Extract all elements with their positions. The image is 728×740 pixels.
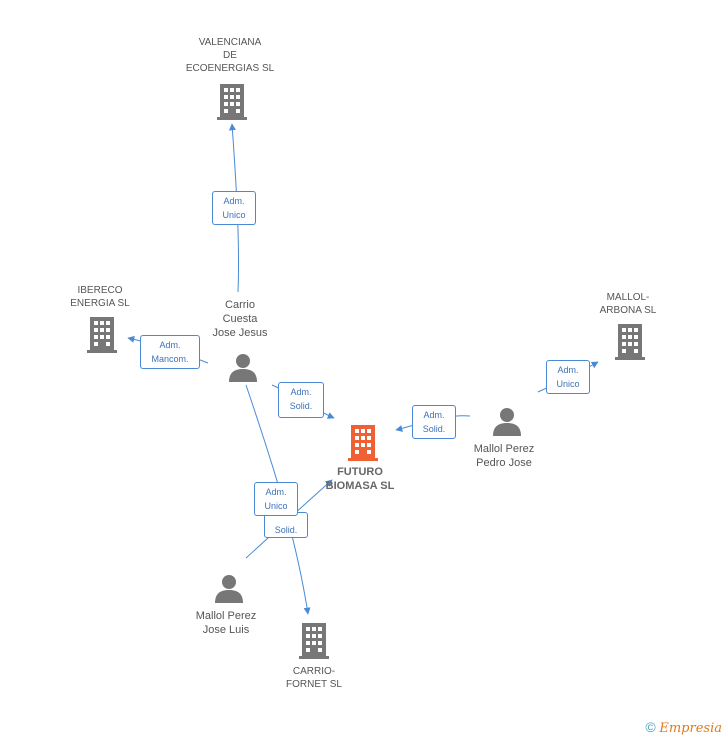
node-label-ibereco: IBERECO ENERGIA SL (70, 285, 130, 309)
relation-badge[interactable]: Adm. Unico (254, 482, 298, 516)
brand-logo: Empresia (659, 721, 722, 736)
relation-badge[interactable]: Adm. Unico (212, 191, 256, 225)
relation-badge[interactable]: Adm. Unico (546, 360, 590, 394)
node-label-futuro: FUTURO BIOMASA SL (325, 466, 395, 492)
copyright-icon: © (645, 719, 656, 735)
building-icon[interactable] (217, 84, 247, 120)
building-icon[interactable] (87, 317, 117, 353)
node-label-valenciana: VALENCIANA DE ECOENERGIAS SL (185, 37, 275, 74)
node-label-carrio-cuesta: Carrio Cuesta Jose Jesus (212, 299, 268, 339)
node-label-mallol-pedro: Mallol Perez Pedro Jose (473, 443, 535, 469)
building-icon[interactable] (615, 324, 645, 360)
person-icon[interactable] (492, 406, 522, 436)
relation-badge[interactable]: Adm. Solid. (412, 405, 456, 439)
relation-badge[interactable]: Adm. Mancom. (140, 335, 200, 369)
relation-badge[interactable]: Adm. Solid. (278, 382, 324, 418)
node-label-carrio-fornet: CARRIO- FORNET SL (286, 666, 342, 690)
person-icon[interactable] (214, 573, 244, 603)
person-icon[interactable] (228, 352, 258, 382)
node-label-mallol-arbona: MALLOL- ARBONA SL (599, 292, 657, 316)
building-icon[interactable] (299, 623, 329, 659)
relation-badge[interactable]: Solid. (264, 512, 308, 538)
node-label-mallol-luis: Mallol Perez Jose Luis (195, 610, 257, 636)
footer-brand: © Empresia (645, 719, 722, 736)
building-icon[interactable] (348, 425, 378, 461)
